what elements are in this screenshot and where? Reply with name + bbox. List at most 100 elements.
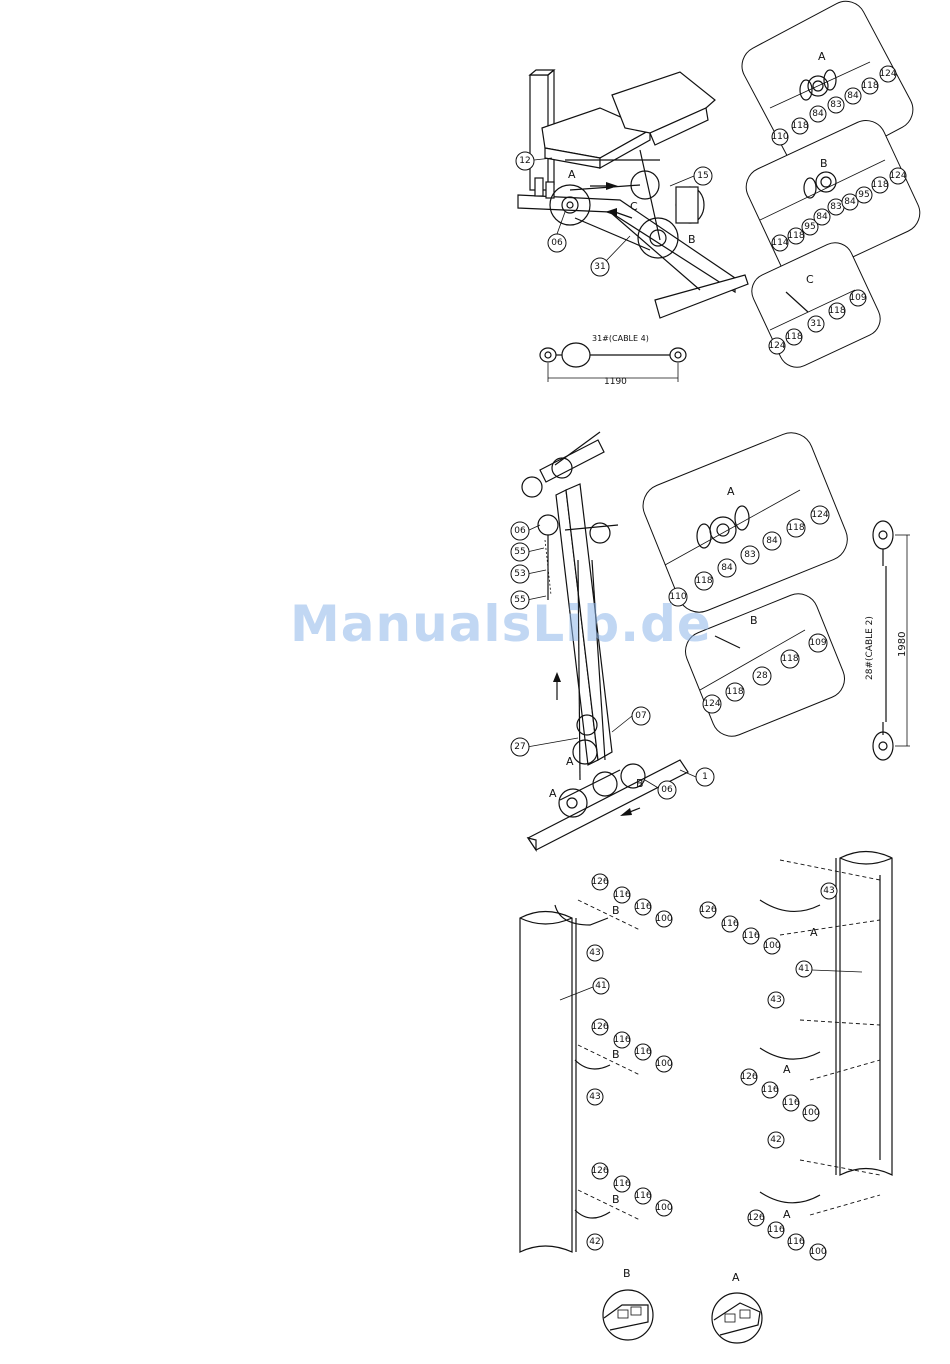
cable-31-dimension: 1190 <box>604 377 627 387</box>
left-shroud-callouts: 126 116 116 100 43 41 126 116 116 100 43… <box>559 873 673 1251</box>
svg-text:83: 83 <box>830 100 841 110</box>
svg-text:A: A <box>818 50 826 63</box>
svg-text:118: 118 <box>726 687 743 697</box>
view-letter-B-sec2: B <box>636 777 644 790</box>
svg-text:118: 118 <box>791 121 808 131</box>
svg-text:95: 95 <box>804 222 815 232</box>
svg-text:126: 126 <box>699 905 716 915</box>
svg-text:95: 95 <box>858 190 869 200</box>
callout-12: 12 <box>515 151 553 171</box>
svg-text:43: 43 <box>589 948 600 958</box>
svg-text:A: A <box>810 926 818 939</box>
detail-panel-C-sec1: C 124 118 31 118 109 <box>751 242 881 368</box>
view-letter-B-sec1: B <box>688 233 696 246</box>
svg-text:1: 1 <box>702 772 708 782</box>
svg-text:100: 100 <box>763 941 780 951</box>
svg-text:41: 41 <box>798 964 809 974</box>
svg-text:15: 15 <box>697 171 708 181</box>
svg-text:31: 31 <box>594 262 605 272</box>
svg-text:06: 06 <box>661 785 673 795</box>
detail-circle-B: B <box>602 1267 654 1341</box>
svg-text:118: 118 <box>785 332 802 342</box>
svg-text:84: 84 <box>766 536 778 546</box>
svg-text:124: 124 <box>879 69 896 79</box>
svg-text:53: 53 <box>514 569 525 579</box>
svg-text:100: 100 <box>655 1059 672 1069</box>
cable-run-1 <box>569 184 641 191</box>
svg-text:116: 116 <box>761 1085 778 1095</box>
detail-panel-A-sec2: A 110 118 84 83 84 118 124 <box>642 432 848 613</box>
svg-text:B: B <box>612 1193 620 1206</box>
view-letter-A-sec2-a: A <box>566 755 574 768</box>
callout-06: 06 <box>547 211 567 253</box>
pulley-C-sec1 <box>630 170 660 200</box>
left-brackets <box>554 899 641 1221</box>
callout-15: 15 <box>669 166 713 187</box>
svg-text:118: 118 <box>861 81 878 91</box>
svg-text:B: B <box>820 157 828 170</box>
right-shroud-callouts: 126 116 116 100 43 41 43 126 116 116 100… <box>699 882 863 1261</box>
svg-text:114: 114 <box>771 238 788 248</box>
view-letter-A-sec1: A <box>568 168 576 181</box>
watermark: ManualsLib.de <box>290 595 712 653</box>
svg-text:116: 116 <box>613 890 630 900</box>
svg-text:116: 116 <box>721 919 738 929</box>
bench-frame-drawing <box>517 69 749 319</box>
svg-text:55: 55 <box>514 547 525 557</box>
svg-text:110: 110 <box>669 592 686 602</box>
pulley-B-sec1 <box>637 217 679 259</box>
chain-link <box>544 535 552 600</box>
svg-text:126: 126 <box>747 1213 764 1223</box>
pulley-A-sec1 <box>549 184 591 226</box>
svg-text:06: 06 <box>514 526 526 536</box>
arrow-right <box>606 182 618 190</box>
svg-text:126: 126 <box>591 1022 608 1032</box>
svg-text:41: 41 <box>595 981 606 991</box>
svg-text:A: A <box>783 1063 791 1076</box>
svg-text:100: 100 <box>802 1108 819 1118</box>
svg-text:43: 43 <box>770 995 781 1005</box>
cable-31-label: 31#(CABLE 4) <box>592 334 649 343</box>
callout-31: 31 <box>590 235 631 277</box>
left-bracket-letters: B B B <box>612 904 620 1206</box>
view-letter-C-sec1: C <box>630 200 638 213</box>
svg-text:118: 118 <box>787 523 804 533</box>
svg-text:06: 06 <box>551 238 563 248</box>
svg-text:42: 42 <box>770 1135 781 1145</box>
svg-text:116: 116 <box>742 931 759 941</box>
right-shroud-drawing <box>835 850 893 1176</box>
cable-28-drawing <box>872 520 910 761</box>
cable-run-2 <box>574 217 651 251</box>
svg-text:109: 109 <box>809 638 826 648</box>
svg-text:100: 100 <box>655 1203 672 1213</box>
tower-callouts: 06 55 53 55 27 07 1 06 <box>510 521 715 800</box>
svg-text:B: B <box>612 904 620 917</box>
svg-text:126: 126 <box>591 877 608 887</box>
svg-text:83: 83 <box>744 550 755 560</box>
svg-text:84: 84 <box>844 197 856 207</box>
svg-text:84: 84 <box>816 212 828 222</box>
svg-text:12: 12 <box>519 156 530 166</box>
svg-text:116: 116 <box>613 1035 630 1045</box>
svg-text:118: 118 <box>828 306 845 316</box>
svg-text:118: 118 <box>787 231 804 241</box>
svg-text:118: 118 <box>781 654 798 664</box>
svg-text:109: 109 <box>849 293 866 303</box>
svg-text:42: 42 <box>589 1237 600 1247</box>
svg-text:A: A <box>783 1208 791 1221</box>
svg-text:B: B <box>750 614 758 627</box>
cable-28-label: 28#(CABLE 2) <box>865 616 875 680</box>
svg-text:126: 126 <box>740 1072 757 1082</box>
svg-text:116: 116 <box>634 1047 651 1057</box>
svg-text:A: A <box>727 485 735 498</box>
svg-text:124: 124 <box>768 341 785 351</box>
view-letter-A-sec2-b: A <box>549 787 557 800</box>
right-brackets <box>759 859 881 1216</box>
arrow-down-right <box>620 807 641 816</box>
cable-28-dimension: 1980 <box>897 632 908 657</box>
svg-text:43: 43 <box>823 886 834 896</box>
svg-text:116: 116 <box>767 1225 784 1235</box>
svg-text:84: 84 <box>812 109 824 119</box>
detail-circle-A: A <box>711 1271 763 1344</box>
